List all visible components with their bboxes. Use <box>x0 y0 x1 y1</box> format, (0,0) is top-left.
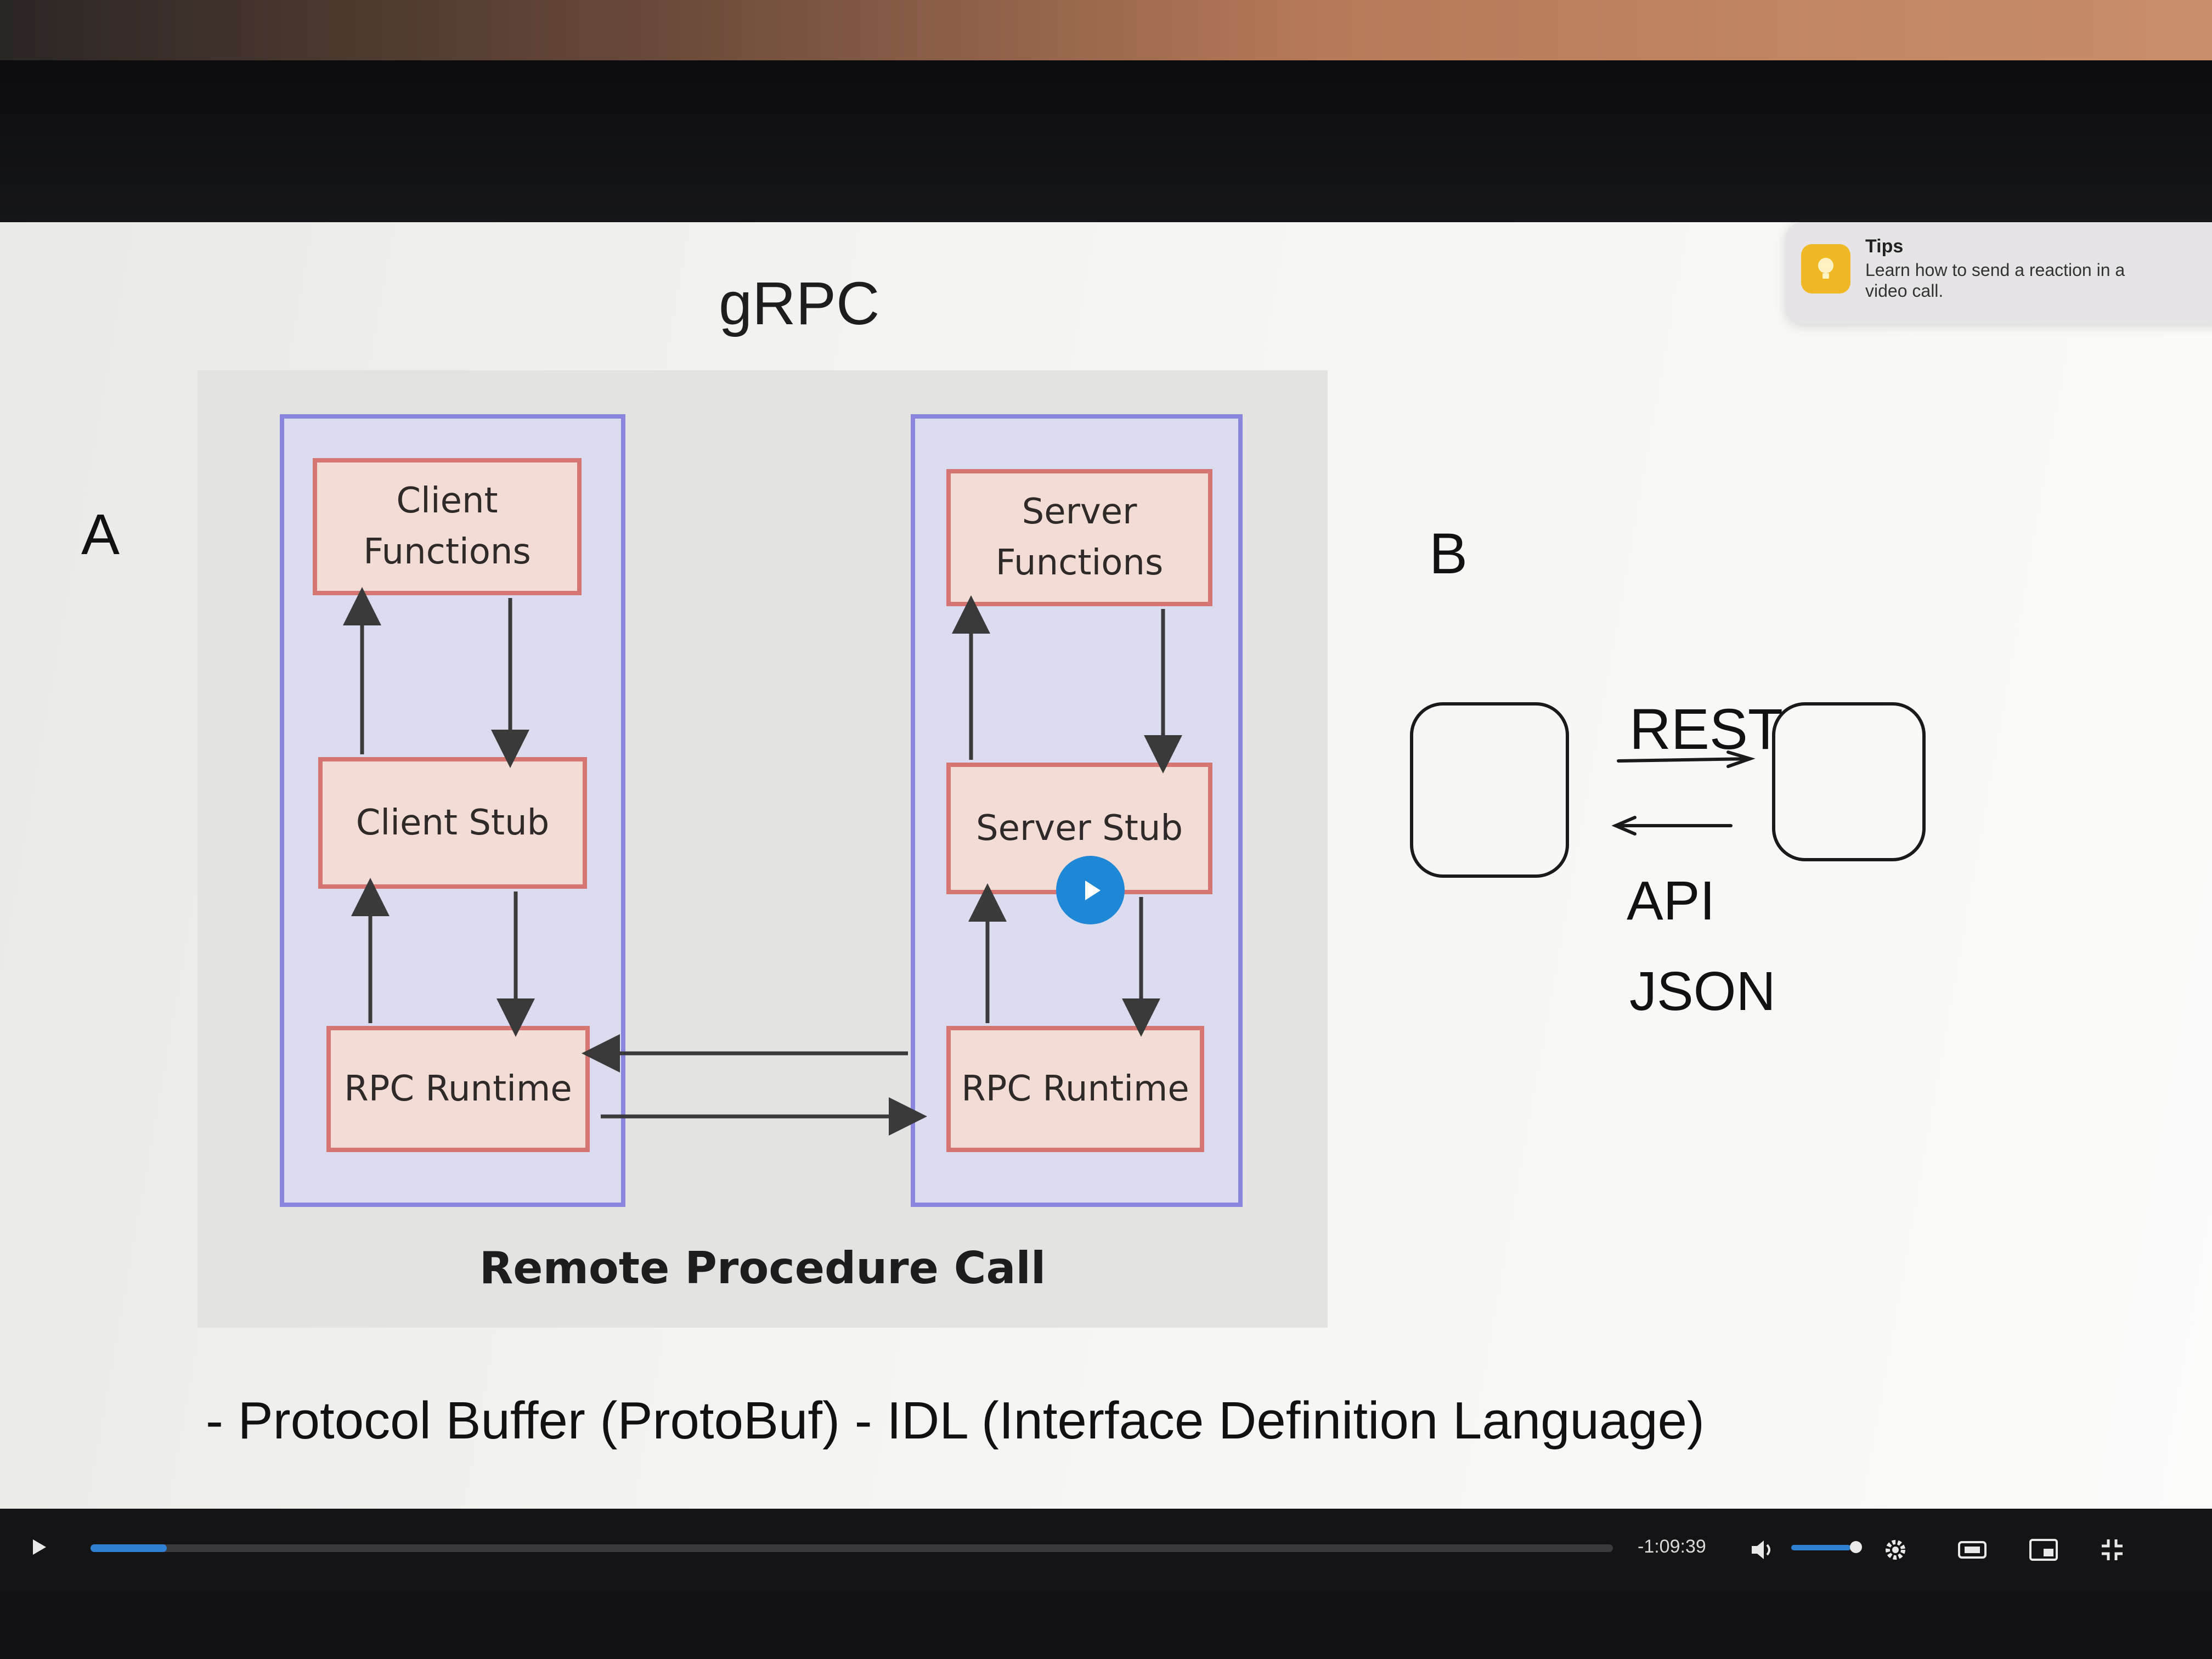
slide-bullet: - Protocol Buffer (ProtoBuf) - IDL (Inte… <box>206 1391 1705 1450</box>
server-runtime-label: RPC Runtime <box>961 1068 1189 1109</box>
sketch-client-box <box>1410 702 1569 878</box>
exit-fullscreen-icon[interactable] <box>2093 1531 2131 1569</box>
sketch-server-box <box>1772 702 1926 861</box>
client-functions-label: Client Functions <box>363 481 531 572</box>
client-runtime-label: RPC Runtime <box>344 1068 572 1109</box>
volume-slider[interactable] <box>1791 1545 1857 1550</box>
client-functions-box: Client Functions <box>313 458 582 595</box>
slide-title: gRPC <box>719 270 880 337</box>
play-overlay-button[interactable] <box>1056 856 1125 924</box>
hd-quality-icon[interactable] <box>1953 1531 1991 1569</box>
rpc-diagram: Client Functions Client Stub RPC Runtime… <box>198 370 1328 1328</box>
play-icon <box>1085 880 1101 900</box>
time-remaining: -1:09:39 <box>1638 1536 1706 1557</box>
client-stub-box: Client Stub <box>318 757 587 889</box>
progress-bar[interactable] <box>91 1544 1613 1552</box>
video-screen: gRPC A B Client Functions Client Stub RP… <box>0 222 2212 1591</box>
tips-notification[interactable]: Tips Learn how to send a reaction in a v… <box>1786 222 2212 324</box>
client-runtime-box: RPC Runtime <box>326 1026 590 1152</box>
sketch-json-label: JSON <box>1629 961 1776 1022</box>
gear-icon[interactable] <box>1876 1531 1915 1569</box>
volume-knob[interactable] <box>1850 1541 1862 1553</box>
diagram-caption: Remote Procedure Call <box>479 1243 1046 1294</box>
server-functions-label: Server Functions <box>995 492 1164 583</box>
server-functions-box: Server Functions <box>946 469 1212 606</box>
tips-title: Tips <box>1865 236 1904 257</box>
picture-in-picture-icon[interactable] <box>2024 1531 2063 1569</box>
diagram-arrows <box>343 587 1182 1136</box>
server-runtime-box: RPC Runtime <box>946 1026 1204 1152</box>
player-controls: -1:09:39 <box>0 1509 2212 1591</box>
sketch-arrows <box>1611 751 1756 836</box>
label-b: B <box>1429 522 1468 586</box>
monitor-bezel-top <box>0 60 2212 225</box>
sketch-api-label: API <box>1627 870 1716 932</box>
play-icon <box>33 1539 46 1555</box>
background-wall <box>0 0 2212 66</box>
server-stub-label: Server Stub <box>975 808 1183 849</box>
volume-fill <box>1791 1545 1850 1550</box>
client-stub-label: Client Stub <box>356 802 550 843</box>
tips-body: Learn how to send a reaction in a video … <box>1865 260 2125 301</box>
volume-icon[interactable] <box>1745 1533 1778 1566</box>
monitor-bezel-bottom <box>0 1591 2212 1659</box>
lightbulb-icon <box>1801 244 1850 294</box>
sketch-rest-label: REST <box>1629 697 1784 761</box>
progress-fill <box>91 1544 167 1552</box>
play-button[interactable] <box>22 1531 55 1564</box>
label-a: A <box>81 503 120 567</box>
